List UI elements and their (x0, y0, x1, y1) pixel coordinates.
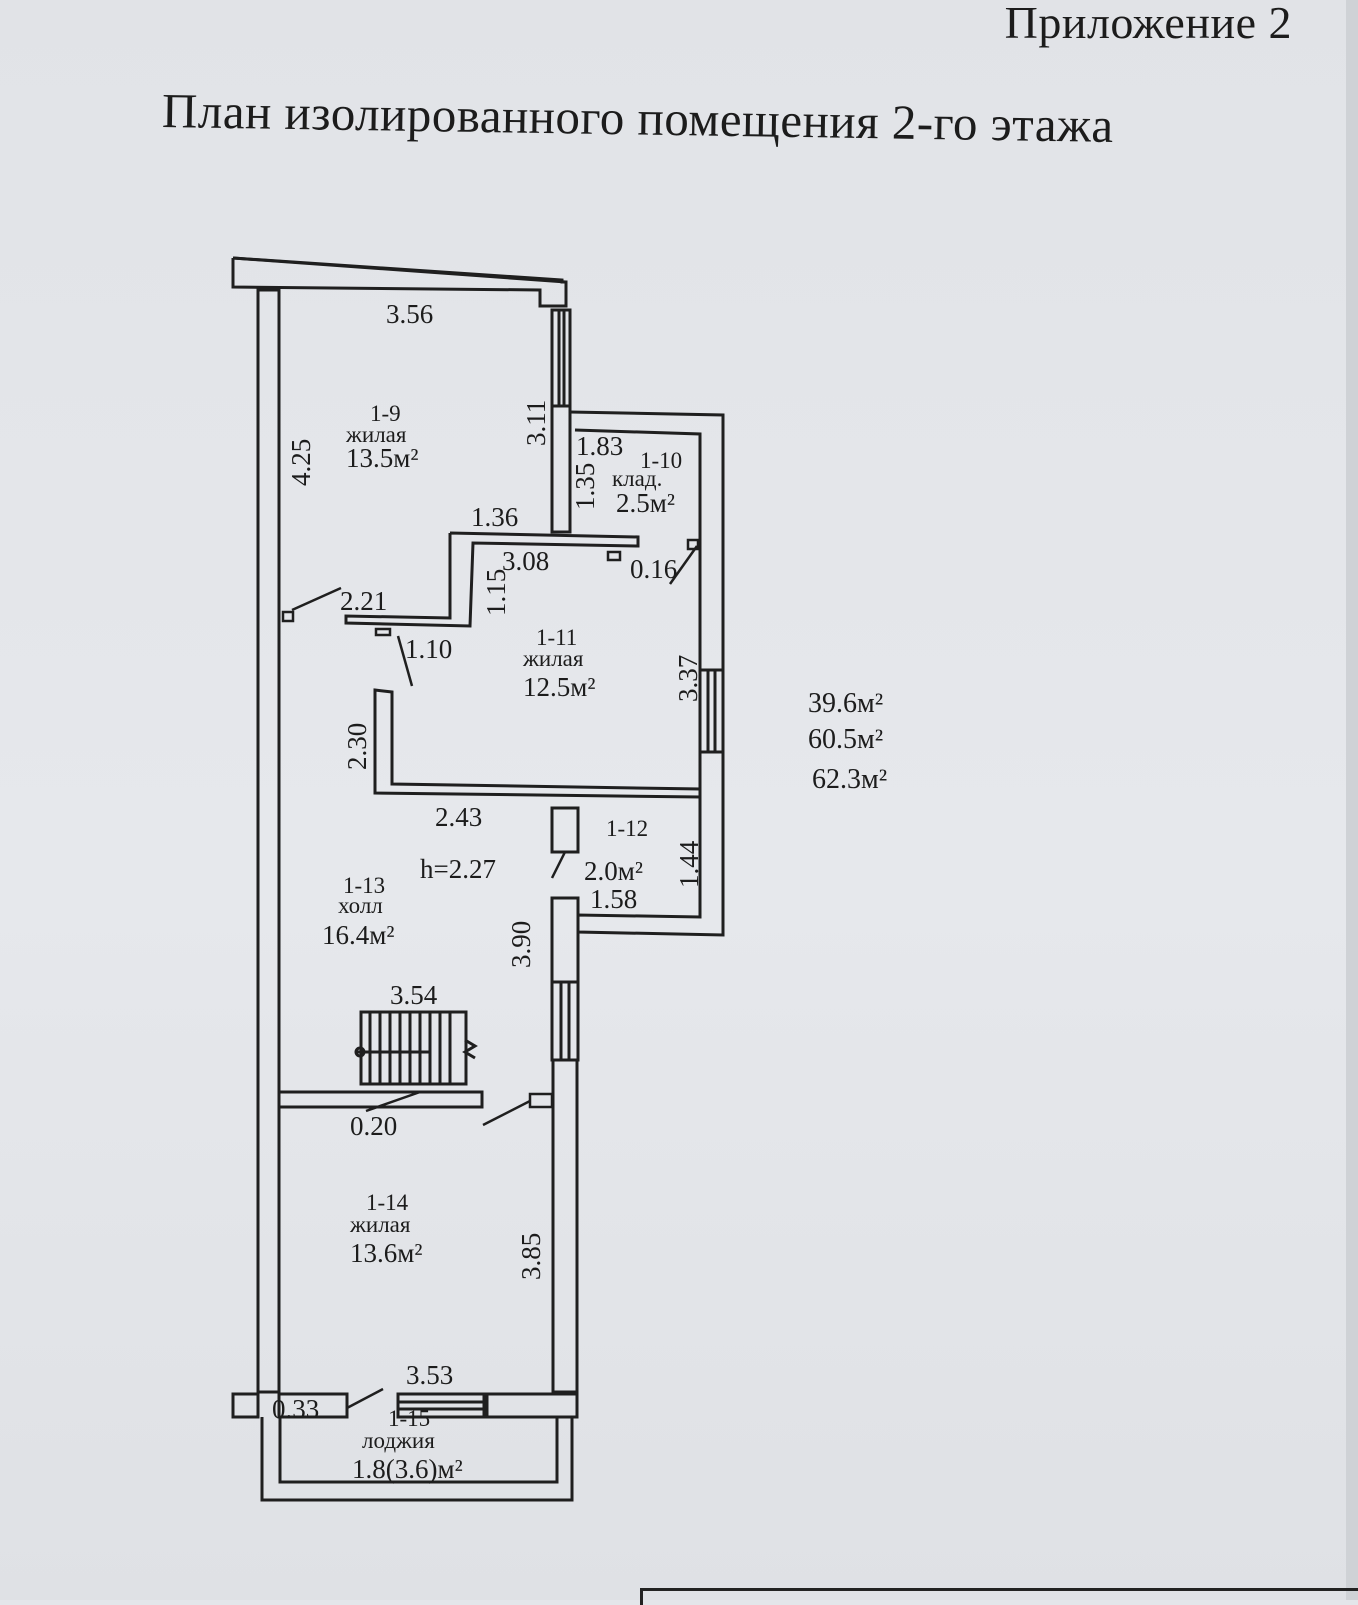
dim-1-36: 1.36 (471, 502, 518, 532)
dim-3-54: 3.54 (390, 980, 438, 1010)
wall-partition-1-9 (344, 531, 640, 628)
wall-room-1-14-right (551, 1058, 579, 1394)
window-room-1-9 (550, 308, 572, 408)
room-1-9-area: 13.5м² (346, 443, 418, 473)
door-swings (281, 538, 700, 1410)
appendix-label: Приложение 2 (1004, 0, 1292, 48)
dim-2-43: 2.43 (435, 802, 482, 832)
room-1-9-code: 1-9 (370, 401, 401, 426)
dim-1-10: 1.10 (405, 634, 452, 664)
dim-3-11: 3.11 (521, 400, 551, 446)
room-1-12-code: 1-12 (606, 816, 648, 841)
total-living-area: 39.6м² (808, 688, 883, 719)
page-edge-shadow (1346, 0, 1358, 1600)
wall-bottom-segment-left (277, 1392, 349, 1419)
dim-0-16: 0.16 (630, 554, 677, 584)
wall-hall-right (550, 896, 580, 984)
room-1-10-code: 1-10 (640, 448, 682, 473)
room-1-9-type: жилая (345, 422, 407, 447)
dim-1-35: 1.35 (570, 463, 600, 510)
wall-bottom-segment-right (485, 1392, 579, 1419)
window-hall (550, 980, 580, 1062)
dim-3-85: 3.85 (516, 1233, 546, 1280)
wall-top-edge (232, 256, 567, 284)
dim-3-56: 3.56 (386, 299, 433, 329)
dim-3-37: 3.37 (673, 655, 703, 702)
room-1-14-code: 1-14 (366, 1190, 409, 1215)
room-1-11-code: 1-11 (536, 625, 577, 650)
dim-0-33: 0.33 (272, 1394, 319, 1424)
dim-1-44: 1.44 (674, 840, 704, 888)
room-1-13-type: холл (338, 893, 383, 918)
room-1-10-type: клад. (612, 466, 662, 491)
loggia-outline (260, 1417, 574, 1502)
room-1-13-area: 16.4м² (322, 920, 394, 950)
total-area: 60.5м² (808, 724, 883, 755)
area-totals: 39.6м² 60.5м² 62.3м² (808, 688, 887, 795)
room-1-12-area: 2.0м² (584, 856, 643, 886)
room-1-11-area: 12.5м² (523, 672, 595, 702)
dim-0-20: 0.20 (350, 1111, 397, 1141)
total-area-with-loggia: 62.3м² (812, 764, 887, 795)
wall-bottom-left (231, 1392, 260, 1419)
wall-room-1-12 (550, 806, 580, 854)
dim-3-90: 3.90 (506, 921, 536, 968)
dim-1-83: 1.83 (576, 431, 623, 461)
dim-1-58: 1.58 (590, 884, 637, 914)
ceiling-height: h=2.27 (420, 854, 496, 884)
room-1-15-area: 1.8(3.6)м² (352, 1454, 463, 1484)
dim-3-08: 3.08 (502, 546, 549, 576)
room-labels: 1-9 жилая 13.5м² 1-10 клад. 2.5м² 1-11 ж… (322, 401, 682, 1484)
dim-4-25: 4.25 (286, 439, 316, 486)
room-1-14-type: жилая (349, 1212, 411, 1237)
dimensions: 3.56 3.11 4.25 1.83 1.35 1.36 3.08 0.16 … (272, 299, 704, 1424)
room-1-13-code: 1-13 (343, 873, 385, 898)
stamp-box-edge (640, 1588, 1358, 1605)
wall-room-1-11-bottom (373, 688, 702, 799)
room-1-14-area: 13.6м² (350, 1238, 422, 1268)
room-1-15-type: лоджия (362, 1428, 435, 1453)
room-1-15-code: 1-15 (388, 1406, 430, 1431)
wall-1-9-1-10 (550, 404, 572, 534)
dim-3-53: 3.53 (406, 1360, 453, 1390)
dim-2-21: 2.21 (340, 586, 387, 616)
window-room-1-11 (698, 668, 725, 754)
dim-2-30: 2.30 (342, 723, 372, 770)
room-1-10-area: 2.5м² (616, 488, 675, 518)
room-1-11-type: жилая (522, 646, 584, 671)
wall-left-outer (256, 288, 281, 1394)
window-loggia (396, 1392, 486, 1419)
staircase (354, 1010, 478, 1086)
dim-1-15: 1.15 (481, 569, 511, 616)
